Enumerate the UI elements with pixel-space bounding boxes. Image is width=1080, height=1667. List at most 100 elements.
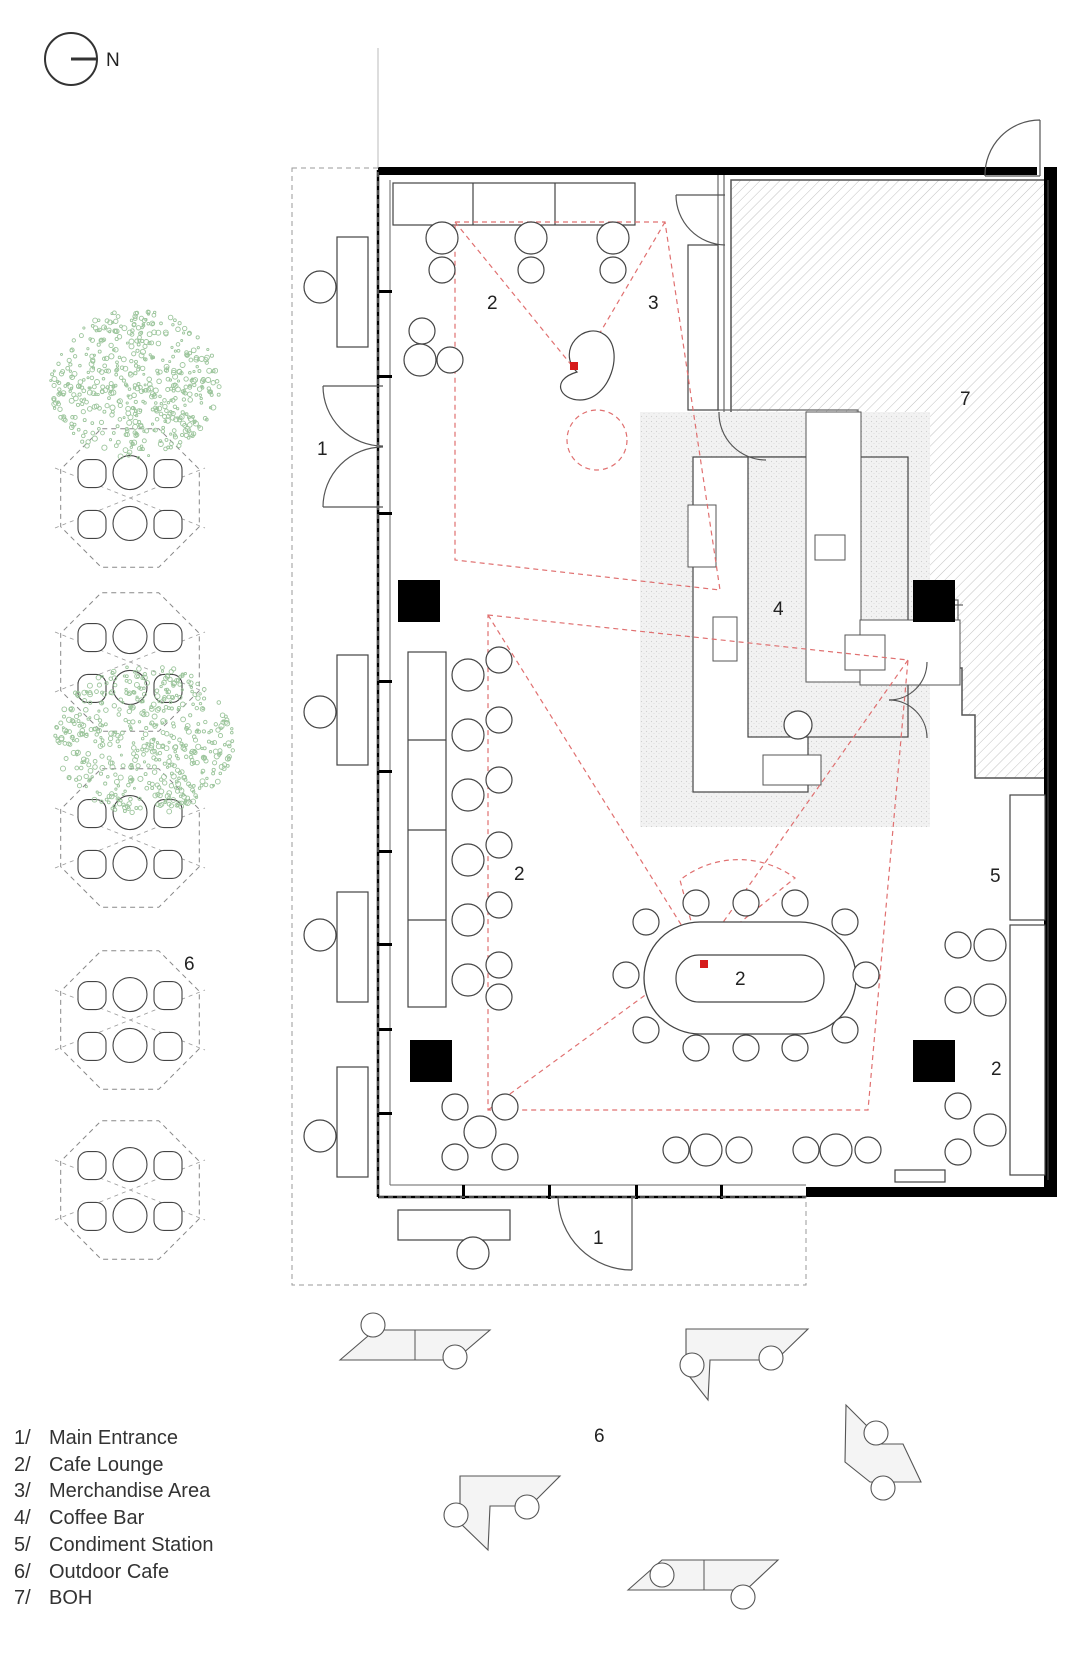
trees xyxy=(49,309,235,816)
foliage-dot xyxy=(230,748,235,753)
foliage-dot xyxy=(191,702,195,706)
foliage-dot xyxy=(116,712,122,717)
chair-icon xyxy=(732,1034,760,1062)
foliage-dot xyxy=(90,775,94,779)
foliage-dot xyxy=(176,417,183,423)
foliage-dot xyxy=(61,726,65,730)
foliage-dot xyxy=(167,314,174,321)
foliage-dot xyxy=(99,388,105,394)
foliage-dot xyxy=(212,748,219,755)
foliage-dot xyxy=(162,329,169,336)
foliage-dot xyxy=(112,310,117,316)
foliage-dot xyxy=(158,394,162,399)
foliage-dot xyxy=(116,334,123,340)
chair-icon xyxy=(792,1136,820,1164)
foliage-dot xyxy=(68,362,73,367)
foliage-dot xyxy=(165,765,170,769)
foliage-dot xyxy=(114,787,118,791)
foliage-dot xyxy=(185,728,192,735)
foliage-dot xyxy=(86,370,90,375)
foliage-dot xyxy=(173,744,179,750)
foliage-dot xyxy=(117,453,124,460)
foliage-dot xyxy=(190,798,197,805)
foliage-dot xyxy=(104,368,109,374)
foliage-dot xyxy=(197,786,202,790)
foliage-dot xyxy=(183,391,188,396)
outdoor-seating-modules xyxy=(338,1312,922,1610)
chair-icon xyxy=(819,1133,853,1167)
foliage-dot xyxy=(144,785,150,791)
foliage-dot xyxy=(69,734,75,740)
foliage-dot xyxy=(72,721,77,727)
foliage-dot xyxy=(113,346,119,353)
table-icon xyxy=(112,976,148,1013)
foliage-dot xyxy=(192,420,199,427)
foliage-dot xyxy=(113,682,118,688)
foliage-dot xyxy=(192,377,199,383)
foliage-dot xyxy=(88,700,93,705)
zone-number: 6 xyxy=(594,1426,605,1447)
foliage-dot xyxy=(103,781,108,786)
chair-icon xyxy=(451,903,485,937)
foliage-dot xyxy=(190,414,195,419)
chair-icon xyxy=(596,221,630,255)
foliage-dot xyxy=(179,800,184,806)
foliage-dot xyxy=(199,778,206,785)
foliage-dot xyxy=(103,707,109,713)
foliage-dot xyxy=(51,382,57,389)
foliage-dot xyxy=(179,701,186,708)
foliage-dot xyxy=(188,680,194,686)
foliage-dot xyxy=(212,760,218,766)
outdoor-benches xyxy=(336,236,511,1241)
foliage-dot xyxy=(157,758,162,762)
foliage-dot xyxy=(207,730,211,735)
foliage-dot xyxy=(106,755,112,761)
foliage-dot xyxy=(85,439,91,445)
zone-number: 2 xyxy=(991,1059,1002,1080)
foliage-dot xyxy=(189,685,194,689)
foliage-dot xyxy=(126,394,130,398)
foliage-dot xyxy=(108,730,115,737)
foliage-dot xyxy=(86,762,92,768)
window-mullions xyxy=(378,290,723,1199)
foliage-dot xyxy=(91,435,98,442)
zone-number: 2 xyxy=(735,969,746,990)
foliage-dot xyxy=(100,738,105,743)
foliage-dot xyxy=(149,340,155,346)
foliage-dot xyxy=(107,760,114,766)
foliage-dot xyxy=(210,740,215,745)
umbrella-canopy-icon xyxy=(60,428,200,568)
chair-icon xyxy=(514,221,548,255)
foliage-dot xyxy=(94,732,99,737)
foliage-dot xyxy=(91,796,98,803)
foliage-dot xyxy=(77,392,82,397)
foliage-dot xyxy=(168,700,173,704)
foliage-dot xyxy=(171,388,176,393)
foliage-dot xyxy=(98,722,103,728)
foliage-dot xyxy=(107,741,113,747)
foliage-dot xyxy=(104,318,110,324)
foliage-dot xyxy=(53,733,58,738)
foliage-dot xyxy=(216,384,222,390)
foliage-dot xyxy=(99,736,103,740)
foliage-dot xyxy=(176,407,180,411)
foliage-dot xyxy=(91,384,97,390)
foliage-dot xyxy=(208,750,213,754)
foliage-dot xyxy=(113,778,120,785)
foliage-dot xyxy=(175,342,181,347)
foliage-dot xyxy=(113,383,118,388)
foliage-dot xyxy=(69,375,73,379)
foliage-dot xyxy=(99,753,105,759)
foliage-dot xyxy=(162,780,168,786)
foliage-dot xyxy=(172,404,178,409)
foliage-dot xyxy=(184,352,190,358)
foliage-dot xyxy=(178,674,183,679)
foliage-dot xyxy=(68,389,72,393)
foliage-dot xyxy=(218,751,223,755)
foliage-dot xyxy=(92,758,98,764)
chair-icon xyxy=(153,1201,183,1232)
foliage-dot xyxy=(160,721,165,725)
foliage-dot xyxy=(84,785,88,789)
foliage-dot xyxy=(135,748,140,753)
